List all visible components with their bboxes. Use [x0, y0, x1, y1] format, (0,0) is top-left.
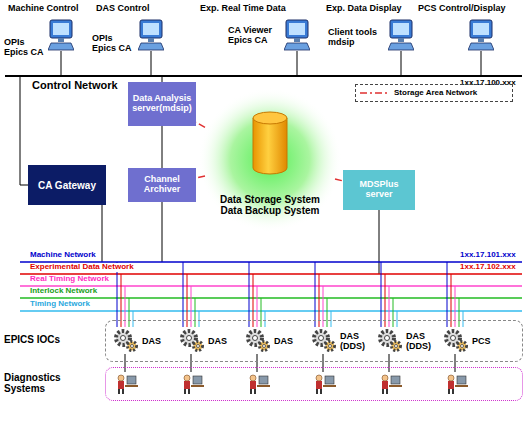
ioc-node: DAS (DDS): [310, 323, 374, 361]
bus-label: Machine Network: [28, 251, 98, 260]
node-title: DAS (DDS): [406, 332, 440, 352]
node-title: Machine Control: [8, 4, 79, 14]
node-title: PCS: [472, 337, 491, 347]
gateway-box: CA Gateway: [28, 165, 106, 205]
node-title: DAS: [142, 337, 161, 347]
node-title: Data Storage System Data Backup System: [210, 194, 330, 216]
workstation: DAS ControlOPIs Epics CA: [92, 4, 182, 66]
san-link: [196, 122, 205, 127]
archiver-box: Channel Archiver: [128, 168, 196, 202]
ioc-group: EPICS IOCsDASDASDASDAS (DDS)DAS (DDS)PCS: [105, 320, 523, 362]
node-title: PCS Control/Display: [418, 4, 506, 14]
node-title: Channel Archiver: [131, 175, 193, 195]
legend-text: Storage Area Network: [394, 89, 477, 98]
node-title: DAS: [274, 337, 293, 347]
diagnostics-group: Diagnostics Systems: [105, 367, 523, 401]
network-label: Control Network: [30, 79, 120, 91]
node-title: DAS: [208, 337, 227, 347]
bus-label: 1xx.17.101.xxx: [458, 251, 518, 260]
ioc-node: DAS: [178, 323, 242, 361]
workstation: PCS Control/Display: [418, 4, 523, 66]
bus-label: 1xx.17.102.xxx: [458, 263, 518, 272]
ioc-node: DAS: [112, 323, 176, 361]
server-box: Data Analysis server(mdsip): [128, 82, 196, 126]
node-title: Exp. Real Time Data: [200, 4, 286, 14]
node-text: OPIs Epics CA: [4, 38, 48, 58]
bus-label: Real Timing Network: [28, 275, 111, 284]
node-text: CA Viewer Epics CA: [228, 26, 280, 46]
node-title: EPICS IOCs: [4, 334, 100, 345]
node-text: OPIs Epics CA: [92, 34, 136, 54]
storage-area: Data Storage System Data Backup System: [205, 95, 335, 230]
workstation: Exp. Real Time Data CA Viewer Epics CA: [190, 4, 310, 66]
node-title: DAS (DDS): [340, 332, 374, 352]
node-title: Data Analysis server(mdsip): [131, 94, 193, 114]
node-title: Exp. Data Display: [326, 4, 402, 14]
node-title: Diagnostics Systems: [4, 372, 100, 394]
node-title: DAS Control: [96, 4, 150, 14]
bus-label: Interlock Network: [28, 287, 99, 296]
san-link: [335, 179, 343, 181]
legend-sample: [360, 88, 388, 98]
bus-label: Timing Network: [28, 300, 92, 309]
node-text: Client tools mdsip: [328, 28, 386, 48]
node-title: MDSPlus server: [346, 180, 412, 200]
workstation: Exp. Data DisplayClient tools mdsip: [326, 4, 418, 66]
ioc-node: PCS: [442, 323, 506, 361]
node-title: CA Gateway: [38, 180, 96, 191]
ioc-node: DAS (DDS): [376, 323, 440, 361]
legend-box: Storage Area Network: [355, 84, 513, 102]
ioc-node: DAS: [244, 323, 308, 361]
workstation: Machine ControlOPIs Epics CA: [4, 4, 90, 66]
san-link: [196, 176, 205, 178]
server-box: MDSPlus server: [343, 170, 415, 210]
bus-label: Experimental Data Network: [28, 263, 136, 272]
